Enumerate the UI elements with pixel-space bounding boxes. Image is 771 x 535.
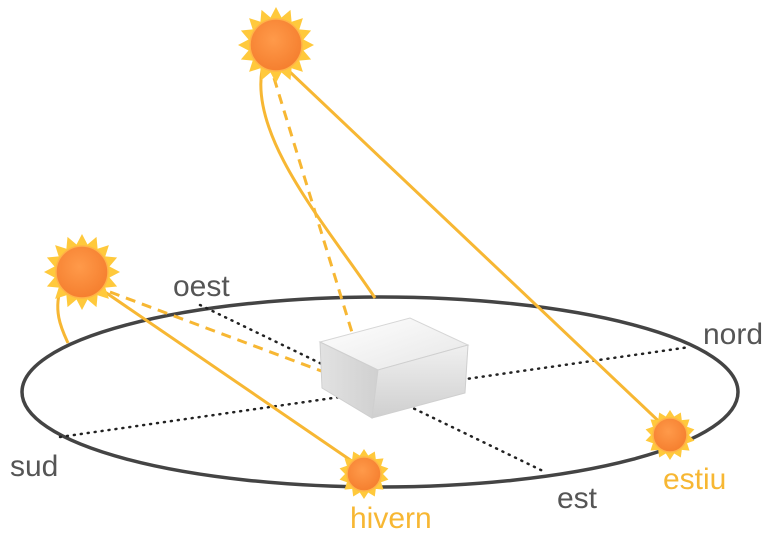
summer-label: estiu [663,463,727,496]
axis-south-north [58,345,692,439]
east-label: est [557,482,598,515]
sun-icon [238,7,314,83]
axis-west-east [198,303,547,474]
sun-icon [339,449,389,499]
summer-dashed-ray [272,77,363,356]
building-icon [318,317,470,419]
summer-ray [288,70,670,432]
sun-core [55,245,109,299]
winter-label: hivern [350,502,432,535]
sun-core [249,18,303,72]
sun-icon [645,410,695,460]
south-label: sud [10,450,59,483]
sun-core [346,456,382,492]
sun-core [652,417,688,453]
winter-dashed-ray [109,290,344,382]
west-label: oest [173,270,230,303]
summer-sun-path [259,69,377,299]
sun-icon [44,234,120,310]
winter-ray [104,290,363,470]
north-label: nord [703,318,764,351]
